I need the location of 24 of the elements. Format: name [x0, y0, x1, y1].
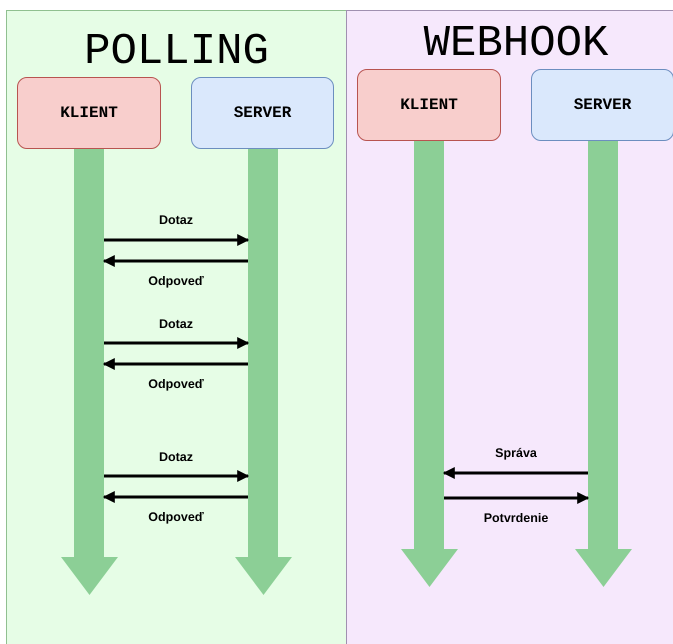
message-arrow — [104, 234, 250, 246]
edge-label: Dotaz — [158, 213, 194, 227]
message-arrow — [102, 255, 248, 267]
message-arrow — [444, 492, 590, 504]
message-arrow — [102, 358, 248, 370]
edge-label: Dotaz — [158, 450, 194, 464]
participant-box: SERVER — [191, 77, 334, 149]
edge-label: Dotaz — [158, 317, 194, 331]
message-arrow — [442, 467, 588, 479]
section-panel — [6, 10, 347, 644]
participant-box: SERVER — [531, 69, 673, 141]
section-title: POLLING — [83, 27, 270, 77]
section-title: WEBHOOK — [422, 19, 610, 69]
message-arrow — [104, 337, 250, 349]
participant-box: KLIENT — [17, 77, 161, 149]
edge-label: Odpoveď — [148, 274, 204, 288]
section-panel — [346, 10, 673, 644]
edge-label: Odpoveď — [148, 377, 204, 391]
message-arrow — [102, 491, 248, 503]
edge-label: Správa — [495, 446, 537, 460]
edge-label: Odpoveď — [148, 510, 204, 524]
edge-label: Potvrdenie — [484, 511, 548, 525]
participant-box: KLIENT — [357, 69, 501, 141]
message-arrow — [104, 470, 250, 482]
